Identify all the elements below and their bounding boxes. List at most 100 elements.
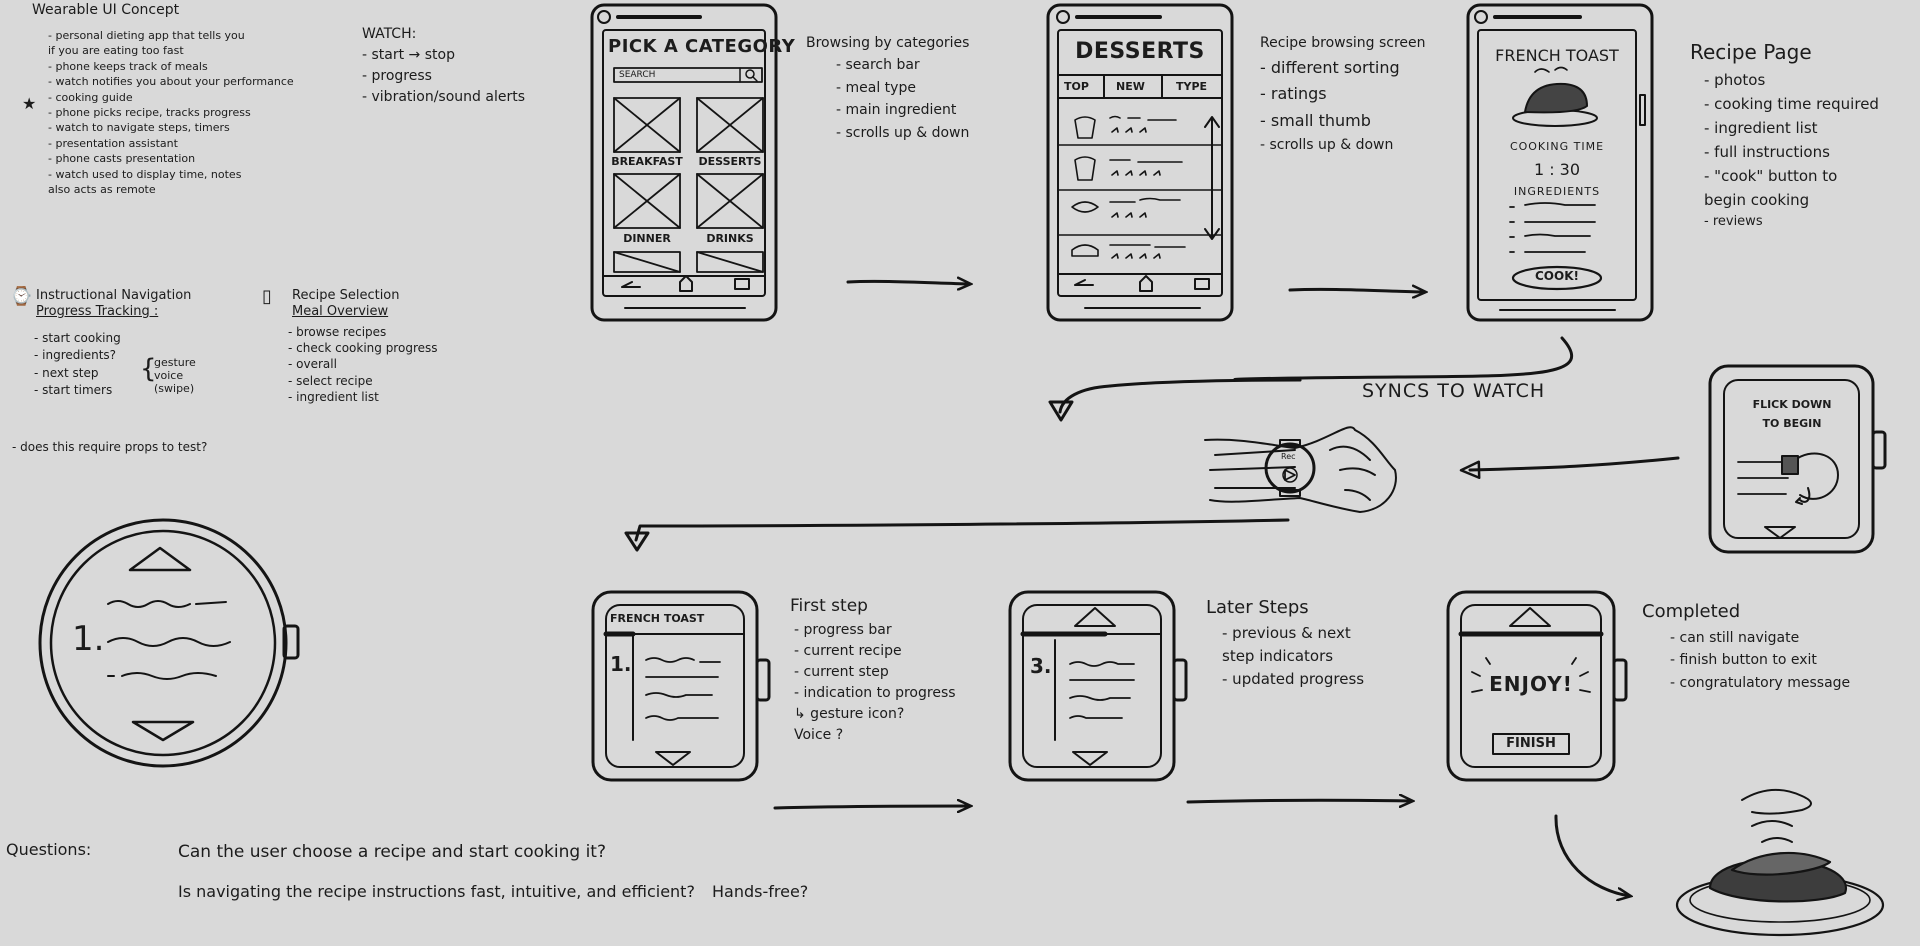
finish-button-outline: [1492, 733, 1570, 755]
gesture-bracket: {: [140, 354, 157, 384]
phone2-note-item: - scrolls up & down: [1260, 137, 1394, 154]
phone1-search-input[interactable]: SEARCH: [619, 70, 656, 80]
phone1-note-item: - search bar: [836, 57, 920, 74]
step3-down-arrow: [1072, 751, 1108, 766]
category-desserts[interactable]: DESSERTS: [698, 155, 762, 168]
recipe-selection-item: - check cooking progress: [288, 341, 438, 356]
concept-line: - watch notifies you about your performa…: [48, 75, 294, 89]
sync-arrow-visible: [1233, 336, 1574, 382]
concept-line: - phone keeps track of meals: [48, 59, 208, 73]
finish-button[interactable]: FINISH: [1506, 736, 1556, 751]
watch-note-item: - vibration/sound alerts: [362, 89, 525, 105]
concept-title: Wearable UI Concept: [32, 2, 180, 18]
phone2-note-item: - ratings: [1260, 84, 1327, 104]
first-step-item: - current recipe: [794, 642, 902, 659]
phone-french-toast: [1466, 3, 1654, 322]
recipe-selection-item: - overall: [288, 357, 337, 372]
completed-title: Completed: [1642, 601, 1741, 622]
first-step-item: - current step: [794, 663, 889, 680]
cook-button[interactable]: COOK!: [1535, 269, 1579, 283]
recipe-selection-item: - select recipe: [288, 373, 373, 388]
wrist-watch-face: [1264, 442, 1316, 494]
instructional-title-line1: Instructional Navigation: [36, 288, 192, 303]
tab-top[interactable]: TOP: [1064, 80, 1089, 93]
later-steps-title: Later Steps: [1206, 597, 1309, 618]
first-step-title: First step: [790, 596, 868, 616]
phone2-note-item: - small thumb: [1260, 110, 1371, 130]
recipe-selection-item: - browse recipes: [288, 325, 387, 339]
phone1-note-item: - meal type: [836, 79, 916, 96]
watch-notes-title: WATCH:: [362, 26, 417, 42]
first-step-item: ↳ gesture icon?: [794, 705, 905, 722]
instructional-item: - start cooking: [34, 331, 121, 345]
first-step-notes: First step - progress bar - current reci…: [790, 594, 956, 746]
category-dinner[interactable]: DINNER: [623, 232, 671, 245]
wrist-watch-sketch: [1204, 426, 1397, 513]
step3-up-arrow: [1074, 607, 1116, 627]
phone-pick-category: [590, 3, 778, 322]
arrow-wrist-to-step1-head: [624, 531, 650, 552]
gesture-option: voice: [154, 369, 184, 383]
enjoy-message: ENJOY!: [1489, 672, 1573, 696]
concept-line: - phone casts presentation: [48, 152, 196, 166]
later-steps-notes: Later Steps - previous & next step indic…: [1206, 594, 1364, 692]
wrist-watch-label: Rec: [1281, 452, 1296, 461]
arrow-step1-to-step3: [773, 806, 970, 808]
step1-down-arrow: [655, 751, 691, 766]
instructional-items: - start cooking - ingredients? - next st…: [34, 330, 121, 400]
back-icon: [621, 281, 641, 288]
concept-line: also acts as remote: [48, 182, 156, 196]
sync-to-watch-label: SYNCS TO WATCH: [1362, 380, 1546, 402]
cooking-time-value: 1 : 30: [1533, 160, 1581, 179]
step1-recipe-title: FRENCH TOAST: [610, 612, 705, 625]
props-question: - does this require props to test?: [12, 440, 208, 454]
arrow-phone1-to-phone2: [846, 281, 970, 284]
concept-line: - watch to navigate steps, timers: [48, 121, 230, 135]
arrow-wrist-to-step1: [634, 518, 1290, 542]
gesture-option: gesture: [154, 356, 196, 369]
concept-line: - cooking guide: [48, 90, 133, 104]
phone2-note-item: - different sorting: [1260, 58, 1400, 78]
phone3-notes-title: Recipe Page: [1690, 40, 1812, 64]
flick-line2: TO BEGIN: [1762, 416, 1822, 430]
phone3-note-item: - cooking time required: [1704, 95, 1879, 113]
phone-desserts: [1046, 3, 1234, 322]
big-watch-step-number: 1.: [72, 619, 105, 659]
completed-item: - congratulatory message: [1670, 674, 1851, 691]
watch-flick-down: [1708, 364, 1887, 554]
completed-notes: Completed - can still navigate - finish …: [1642, 598, 1850, 694]
arrow-step3-to-done: [1186, 800, 1412, 802]
big-watch-sketch: [38, 518, 300, 768]
phone3-note-item: - photos: [1704, 71, 1766, 89]
phone1-notes: Browsing by categories - search bar - me…: [806, 32, 969, 144]
recipe-selection-title-line2: Meal Overview: [292, 303, 389, 319]
watch-note-item: - progress: [362, 68, 432, 84]
instructional-item: - ingredients?: [34, 348, 117, 363]
recent-apps-icon: [734, 278, 750, 290]
step1-number: 1.: [610, 652, 632, 676]
watch-completed: [1446, 590, 1628, 782]
category-breakfast[interactable]: BREAKFAST: [611, 155, 683, 168]
questions-label: Questions:: [6, 840, 92, 859]
phone1-note-item: - main ingredient: [836, 102, 957, 119]
tab-new[interactable]: NEW: [1116, 80, 1145, 93]
watch-step3: [1008, 590, 1188, 782]
ingredients-label: INGREDIENTS: [1513, 185, 1601, 198]
step3-number: 3.: [1030, 654, 1052, 678]
phone3-notes: Recipe Page - photos - cooking time requ…: [1690, 36, 1879, 233]
sync-arrowhead-open: [1048, 400, 1074, 422]
big-watch-up-arrow: [128, 546, 192, 572]
phone3-note-item: - ingredient list: [1704, 119, 1818, 137]
star-icon: ★: [22, 94, 37, 113]
category-drinks[interactable]: DRINKS: [706, 232, 754, 245]
phone1-title: PICK A CATEGORY: [608, 36, 796, 57]
watch-note-item: - start → stop: [362, 47, 455, 63]
phone1-notes-title: Browsing by categories: [806, 35, 970, 51]
phone2-recipe-list: [1057, 115, 1223, 259]
tab-type[interactable]: TYPE: [1176, 80, 1208, 93]
question-1: Can the user choose a recipe and start c…: [178, 842, 606, 862]
phone1-category-tiles: [613, 97, 764, 273]
question-2: Is navigating the recipe instructions fa…: [178, 882, 695, 901]
gesture-option: (swipe): [154, 382, 195, 396]
